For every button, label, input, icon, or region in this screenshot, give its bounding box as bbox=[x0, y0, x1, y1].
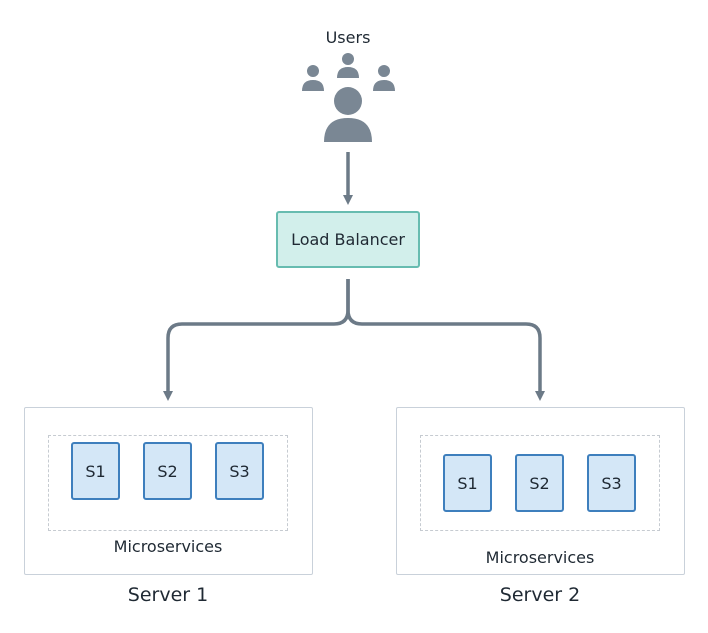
service-label: S2 bbox=[529, 473, 550, 493]
service-label: S1 bbox=[457, 473, 478, 493]
service-label: S2 bbox=[157, 461, 178, 481]
service-s1-server-1: S1 bbox=[71, 442, 120, 500]
load-balancer-box: Load Balancer bbox=[276, 211, 420, 268]
service-s1-server-2: S1 bbox=[443, 454, 492, 512]
lb-to-server-2-arrow bbox=[346, 279, 545, 401]
users-icon bbox=[302, 53, 395, 142]
lb-to-server-1-arrow bbox=[163, 279, 350, 401]
microservices-group-2 bbox=[420, 435, 660, 531]
microservices-label-2: Microservices bbox=[485, 548, 595, 567]
service-label: S3 bbox=[601, 473, 622, 493]
service-s2-server-2: S2 bbox=[515, 454, 564, 512]
service-label: S1 bbox=[85, 461, 106, 481]
service-label: S3 bbox=[229, 461, 250, 481]
server-1-label: Server 1 bbox=[127, 584, 209, 606]
load-balancer-label: Load Balancer bbox=[291, 230, 405, 249]
microservices-label-1: Microservices bbox=[113, 537, 223, 556]
service-s3-server-1: S3 bbox=[215, 442, 264, 500]
server-2-label: Server 2 bbox=[499, 584, 581, 606]
service-s3-server-2: S3 bbox=[587, 454, 636, 512]
service-s2-server-1: S2 bbox=[143, 442, 192, 500]
microservices-group-1 bbox=[48, 435, 288, 531]
users-label: Users bbox=[325, 28, 371, 47]
